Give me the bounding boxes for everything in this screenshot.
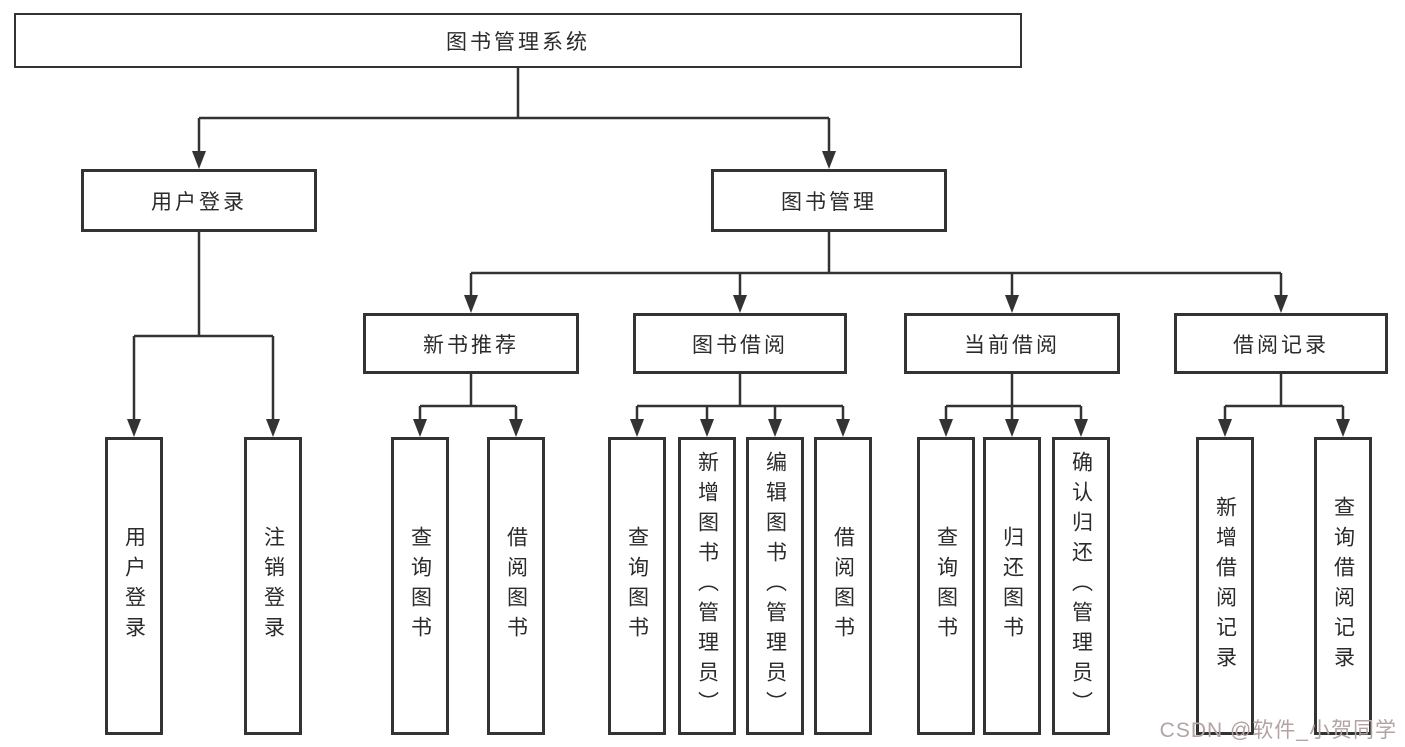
leaf-query-borrow-record: 查询借阅记录 — [1314, 437, 1372, 735]
node-library-management-system: 图书管理系统 — [14, 13, 1022, 68]
leaf-borrow-books: 借阅图书 — [487, 437, 545, 735]
leaf-user-login: 用户登录 — [105, 437, 163, 735]
leaf-logout: 注销登录 — [244, 437, 302, 735]
leaf-add-books-admin: 新增图书（管理员） — [678, 437, 736, 735]
leaf-return-books: 归还图书 — [983, 437, 1041, 735]
leaf-confirm-return-admin: 确认归还（管理员） — [1052, 437, 1110, 735]
leaf-query-books: 查询图书 — [608, 437, 666, 735]
leaf-query-books: 查询图书 — [917, 437, 975, 735]
node-new-book-recommend: 新书推荐 — [363, 313, 579, 374]
node-book-management: 图书管理 — [711, 169, 947, 232]
node-current-borrow: 当前借阅 — [904, 313, 1120, 374]
node-borrow-records: 借阅记录 — [1174, 313, 1388, 374]
leaf-edit-books-admin: 编辑图书（管理员） — [746, 437, 804, 735]
leaf-add-borrow-record: 新增借阅记录 — [1196, 437, 1254, 735]
node-book-borrow: 图书借阅 — [633, 313, 847, 374]
watermark: CSDN @软件_小贺同学 — [1159, 719, 1397, 742]
leaf-borrow-books: 借阅图书 — [814, 437, 872, 735]
node-user-login: 用户登录 — [81, 169, 317, 232]
leaf-query-books: 查询图书 — [391, 437, 449, 735]
